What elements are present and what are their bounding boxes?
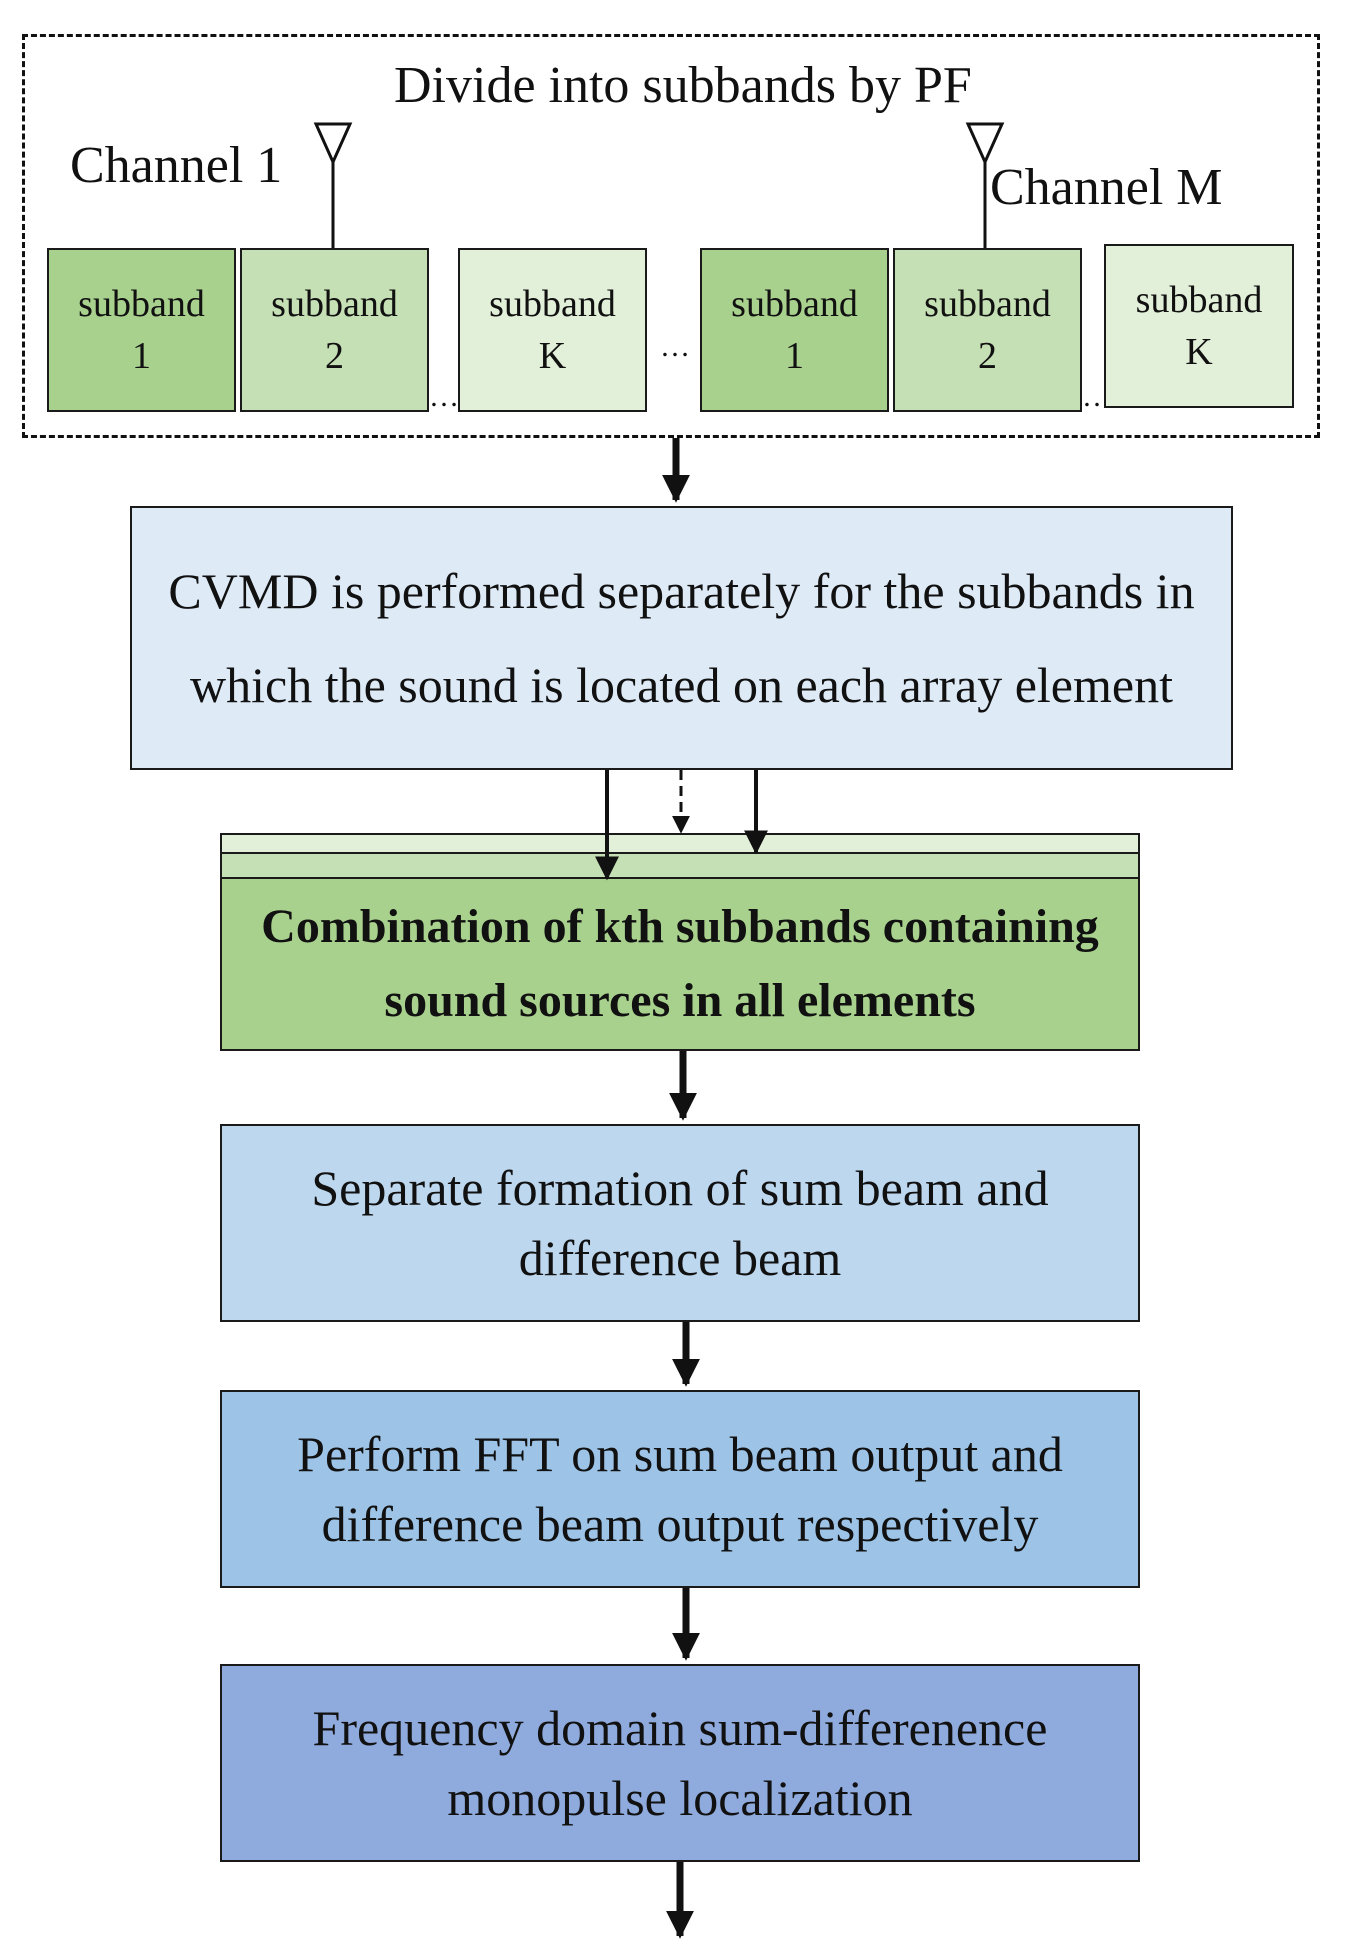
combination-step-text: Combination of kth subbands containing s… [261,900,1099,1027]
channel1-subband-2: subband 2 [240,248,429,412]
channelM-subband-2: subband 2 [893,248,1082,412]
channel1-ellipsis: … [429,380,461,413]
between-channels-ellipsis: … [660,330,692,363]
localization-step-text: Frequency domain sum-differenence monopu… [312,1700,1048,1826]
channel-m-label: Channel M [990,159,1223,216]
cvmd-step: CVMD is performed separately for the sub… [130,506,1233,770]
fft-step: Perform FFT on sum beam output and diffe… [220,1390,1140,1588]
stage-title: Divide into subbands by PF [394,57,972,114]
antenna-channel-1-icon [313,122,353,248]
antenna-channel-m-icon [965,122,1005,248]
beam-formation-step: Separate formation of sum beam and diffe… [220,1124,1140,1322]
channel1-subband-k: subband K [458,248,647,412]
cvmd-step-text: CVMD is performed separately for the sub… [168,563,1195,713]
channel-1-label: Channel 1 [70,137,283,194]
localization-step: Frequency domain sum-differenence monopu… [220,1664,1140,1862]
beam-formation-step-text: Separate formation of sum beam and diffe… [311,1160,1049,1286]
channelM-subband-1: subband 1 [700,248,889,412]
subband-division-frame [22,34,1320,438]
channel1-subband-1: subband 1 [47,248,236,412]
channelM-subband-k: subband K [1104,244,1294,408]
combination-step: Combination of kth subbands containing s… [220,877,1140,1051]
fft-step-text: Perform FFT on sum beam output and diffe… [297,1426,1063,1552]
